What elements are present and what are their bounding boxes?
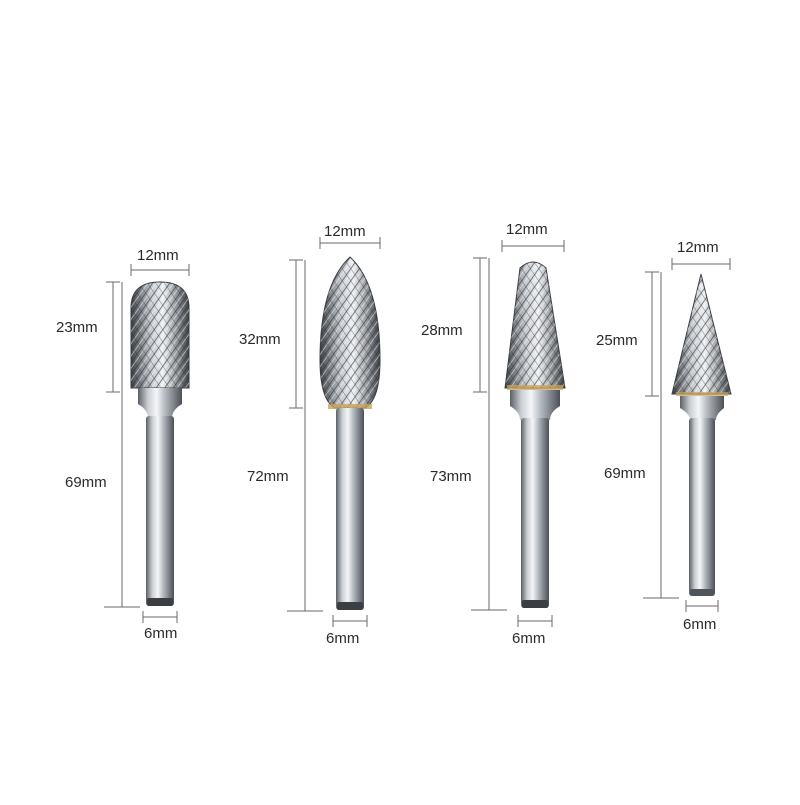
burr-1-head-length-label: 23mm (56, 319, 98, 336)
burr-2-shank-dimension (332, 615, 368, 627)
burr-1-shank-label: 6mm (144, 625, 178, 642)
burr-2-shank-end (337, 602, 363, 610)
burr-3-shank (521, 418, 549, 608)
burr-4-shank (689, 418, 715, 596)
burr-1-width-dimension (130, 264, 190, 276)
burr-3-head-length-dimension (473, 257, 487, 393)
burr-4-shank-label: 6mm (683, 616, 717, 633)
burr-3-shank-label: 6mm (512, 630, 546, 647)
burr-3-width-dimension (501, 240, 565, 252)
burr-3-shank-end (522, 600, 548, 608)
burr-2-flutes-cross (320, 257, 380, 408)
burr-4 (643, 258, 732, 612)
burr-1-total-length-label: 69mm (65, 474, 107, 491)
burr-4-flutes-cross (672, 274, 731, 394)
burr-1-width-label: 12mm (137, 247, 179, 264)
burr-2-width-dimension (319, 237, 381, 249)
burr-1 (104, 264, 190, 623)
burr-3-width-label: 12mm (506, 221, 548, 238)
burr-2-head-length-label: 32mm (239, 331, 281, 348)
burr-2-brass-ring (328, 404, 372, 409)
burr-3-total-length-dimension (471, 258, 507, 611)
burr-1-shank-dimension (142, 611, 178, 623)
burr-2-total-length-label: 72mm (247, 468, 289, 485)
burr-2-width-label: 12mm (324, 223, 366, 240)
burr-4-head-length-dimension (645, 271, 659, 397)
burr-3-collar (510, 390, 560, 420)
burr-1-flutes-cross (131, 282, 189, 388)
burr-4-total-length-label: 69mm (604, 465, 646, 482)
burr-2-total-length-dimension (287, 260, 323, 612)
burr-1-total-length-dimension (104, 282, 140, 608)
burr-2-shank (336, 408, 364, 610)
burr-4-brass-ring (676, 392, 728, 396)
burr-2 (287, 237, 381, 627)
burr-2-head-length-dimension (289, 259, 303, 409)
burr-1-head-length-dimension (106, 281, 120, 393)
burr-4-shank-dimension (685, 600, 719, 612)
burr-4-shank-end (690, 589, 714, 596)
burr-1-collar (138, 388, 182, 418)
burr-1-shank (146, 416, 174, 606)
burr-3 (471, 240, 566, 627)
burr-4-total-length-dimension (643, 272, 679, 599)
burr-2-shank-label: 6mm (326, 630, 360, 647)
burr-3-flutes-cross (505, 262, 565, 388)
burr-3-shank-dimension (517, 615, 553, 627)
burr-4-collar (680, 396, 724, 420)
burr-3-total-length-label: 73mm (430, 468, 472, 485)
burr-4-width-dimension (671, 258, 731, 270)
burr-3-brass-ring (507, 385, 563, 390)
burr-3-head-length-label: 28mm (421, 322, 463, 339)
burr-4-width-label: 12mm (677, 239, 719, 256)
burr-1-shank-end (147, 598, 173, 606)
burr-4-head-length-label: 25mm (596, 332, 638, 349)
